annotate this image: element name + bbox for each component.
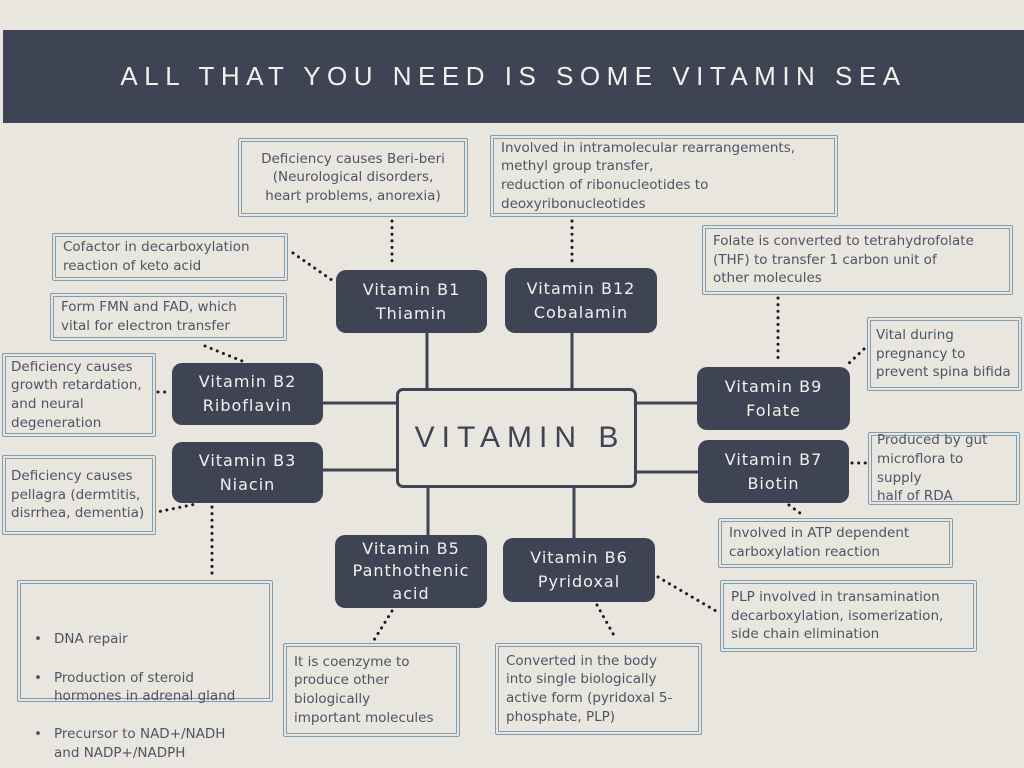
note-b9-function: Folate is converted to tetrahydrofolate … — [702, 225, 1013, 295]
vitamin-compound: Riboflavin — [202, 396, 293, 415]
vitamin-compound: Niacin — [219, 474, 276, 494]
note-b3-deficiency: Deficiency causes pellagra (dermtitis, d… — [2, 455, 156, 535]
list-item: Production of steroid hormones in adrena… — [28, 669, 262, 706]
dotted-b7-atp — [787, 503, 806, 518]
dotted-b6-plp — [656, 575, 718, 613]
vitamin-name: Vitamin B5 — [362, 538, 460, 558]
note-b9-importance: Vital during pregnancy to prevent spina … — [867, 317, 1022, 391]
node-vitamin-b5: Vitamin B5 Panthothenic acid — [335, 535, 487, 608]
node-vitamin-b9: Vitamin B9 Folate — [697, 367, 850, 430]
vitamin-name: Vitamin B3 — [198, 450, 297, 470]
vitamin-name: Vitamin B6 — [530, 548, 628, 567]
dotted-pregnancy-b9 — [844, 347, 866, 368]
vitamin-name: Vitamin B2 — [198, 372, 297, 391]
vitamin-name: Vitamin B7 — [724, 449, 823, 469]
vitamin-compound: Panthothenic acid — [352, 561, 470, 603]
vitamin-name: Vitamin B9 — [724, 376, 823, 396]
note-b2-function: Form FMN and FAD, which vital for electr… — [50, 293, 287, 341]
page-title: ALL THAT YOU NEED IS SOME VITAMIN SEA — [120, 61, 907, 91]
note-b6-conversion: Converted in the body into single biolog… — [495, 643, 702, 735]
vitamin-name: Vitamin B1 — [362, 279, 461, 299]
note-b12-function: Involved in intramolecular rearrangement… — [490, 135, 838, 217]
node-vitamin-b6: Vitamin B6 Pyridoxal — [503, 538, 655, 602]
note-b1-function: Cofactor in decarboxylation reaction of … — [52, 233, 288, 281]
node-vitamin-b2: Vitamin B2 Riboflavin — [172, 363, 323, 425]
node-vitamin-b3: Vitamin B3 Niacin — [172, 442, 323, 503]
vitamin-compound: Thiamin — [375, 303, 448, 323]
dotted-b5-coenzyme — [372, 609, 394, 642]
dotted-b6-converted — [595, 603, 618, 641]
node-vitamin-b1: Vitamin B1 Thiamin — [336, 270, 487, 333]
note-b1-deficiency: Deficiency causes Beri-beri (Neurologica… — [238, 138, 468, 217]
note-b6-function: PLP involved in transamination decarboxy… — [720, 580, 977, 652]
vitamin-compound: Biotin — [747, 473, 800, 493]
node-vitamin-b7: Vitamin B7 Biotin — [698, 440, 849, 503]
node-vitamin-b12: Vitamin B12 Cobalamin — [505, 268, 657, 333]
note-b7-source: Produced by gut microflora to supply hal… — [868, 432, 1020, 505]
b3-functions-list: DNA repair Production of steroid hormone… — [28, 612, 262, 768]
list-item: Precursor to NAD+/NADH and NADP+/NADPH — [28, 725, 262, 762]
list-item: DNA repair — [28, 630, 262, 649]
vitamin-compound: Pyridoxal — [537, 572, 621, 591]
note-b3-functions: DNA repair Production of steroid hormone… — [17, 580, 273, 761]
note-b5-function: It is coenzyme to produce other biologic… — [283, 643, 460, 737]
dotted-fmn-b2 — [203, 344, 249, 365]
title-banner: ALL THAT YOU NEED IS SOME VITAMIN SEA — [3, 30, 1024, 123]
note-b7-function: Involved in ATP dependent carboxylation … — [718, 518, 953, 568]
dotted-cofactor-b1 — [291, 251, 338, 285]
vitamin-compound: Folate — [746, 400, 801, 420]
vitamin-compound: Cobalamin — [533, 302, 629, 322]
note-b2-deficiency: Deficiency causes growth retardation, an… — [2, 353, 156, 437]
vitamin-name: Vitamin B12 — [526, 278, 636, 298]
center-node-vitamin-b: VITAMIN B — [396, 388, 637, 488]
